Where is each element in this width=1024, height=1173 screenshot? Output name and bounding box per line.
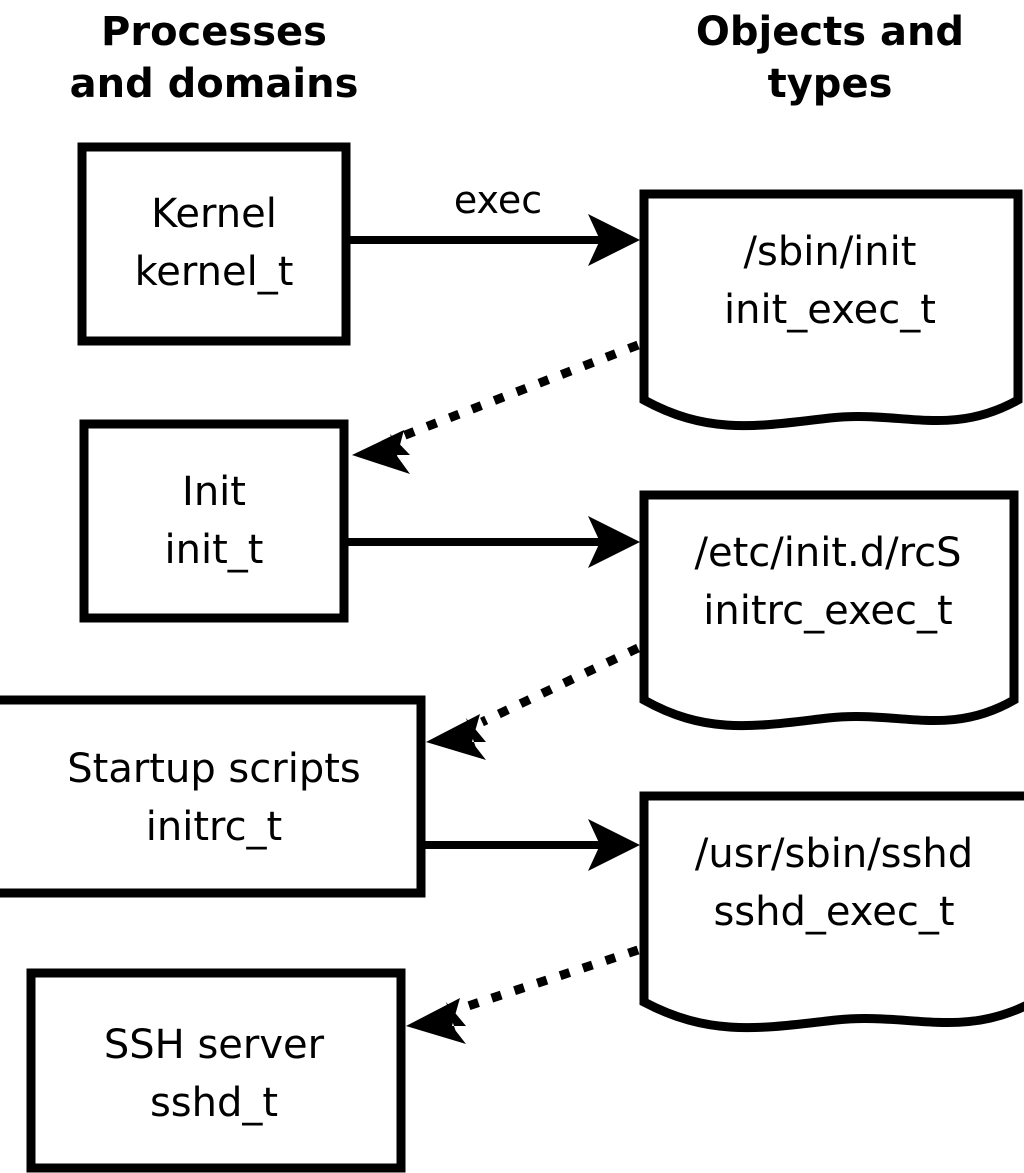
- edge-sshd-exec-to-sshd-line: [460, 945, 640, 1013]
- edge-init-exec-to-init: [352, 340, 640, 474]
- left-column-header: Processes and domains: [70, 9, 359, 107]
- edge-kernel-to-init-exec-arrowhead: [588, 214, 640, 266]
- process-node-kernel-box[interactable]: [77, 142, 351, 346]
- object-node-initrc-exec-document-shape[interactable]: [639, 490, 1019, 731]
- process-node-startup-scripts[interactable]: Startup scripts initrc_t: [0, 695, 426, 898]
- process-node-startup-scripts-line2: initrc_t: [146, 804, 283, 850]
- edge-initrc-exec-to-initrc-arrowhead-fill: [426, 714, 486, 760]
- edge-initrc-exec-to-initrc-line: [480, 643, 640, 727]
- process-node-ssh-server-box[interactable]: [26, 968, 406, 1173]
- object-node-sshd-exec-document-shape[interactable]: [639, 791, 1024, 1033]
- right-header-line1: Objects and: [696, 9, 964, 55]
- object-node-sshd-exec-line2: sshd_exec_t: [713, 889, 954, 935]
- edge-init-exec-to-init-arrowhead-fill: [352, 430, 410, 474]
- edge-init-to-initrc-exec-arrowhead: [588, 516, 640, 568]
- edge-kernel-to-init-exec: exec: [350, 178, 640, 266]
- object-node-sshd-exec-line1: /usr/sbin/sshd: [695, 831, 973, 877]
- process-node-init-line1: Init: [182, 469, 246, 515]
- edge-initrc-to-sshd-exec: [425, 819, 640, 871]
- edge-init-exec-to-init-line: [398, 340, 640, 442]
- left-header-line2: and domains: [70, 61, 359, 107]
- process-node-kernel-line1: Kernel: [151, 191, 277, 237]
- process-node-kernel[interactable]: Kernel kernel_t: [77, 142, 351, 346]
- object-node-initrc-exec-line2: initrc_exec_t: [703, 588, 952, 634]
- process-node-kernel-line2: kernel_t: [135, 249, 294, 295]
- edge-sshd-exec-to-sshd-arrowhead-fill: [406, 998, 466, 1044]
- process-node-startup-scripts-box[interactable]: [0, 695, 426, 898]
- process-node-init[interactable]: Init init_t: [79, 419, 349, 623]
- process-node-ssh-server-line2: sshd_t: [150, 1080, 278, 1126]
- object-node-initrc-exec[interactable]: /etc/init.d/rcS initrc_exec_t: [639, 490, 1019, 731]
- edge-sshd-exec-to-sshd: [406, 945, 640, 1044]
- left-header-line1: Processes: [101, 9, 327, 55]
- object-node-sshd-exec[interactable]: /usr/sbin/sshd sshd_exec_t: [639, 791, 1024, 1033]
- right-column-header: Objects and types: [696, 9, 964, 107]
- process-node-ssh-server-line1: SSH server: [104, 1022, 325, 1068]
- object-node-init-exec-line2: init_exec_t: [724, 287, 936, 333]
- process-node-init-line2: init_t: [165, 527, 264, 573]
- object-node-init-exec-line1: /sbin/init: [744, 229, 917, 275]
- edge-init-to-initrc-exec: [348, 516, 640, 568]
- object-node-init-exec[interactable]: /sbin/init init_exec_t: [639, 189, 1023, 431]
- process-node-startup-scripts-line1: Startup scripts: [67, 746, 360, 792]
- process-node-init-box[interactable]: [79, 419, 349, 623]
- object-node-initrc-exec-line1: /etc/init.d/rcS: [694, 530, 961, 576]
- process-node-ssh-server[interactable]: SSH server sshd_t: [26, 968, 406, 1173]
- object-node-init-exec-document-shape[interactable]: [639, 189, 1023, 431]
- right-header-line2: types: [768, 61, 893, 107]
- edge-label-exec: exec: [454, 178, 542, 222]
- edge-initrc-exec-to-initrc: [426, 643, 640, 760]
- edge-initrc-to-sshd-exec-arrowhead: [588, 819, 640, 871]
